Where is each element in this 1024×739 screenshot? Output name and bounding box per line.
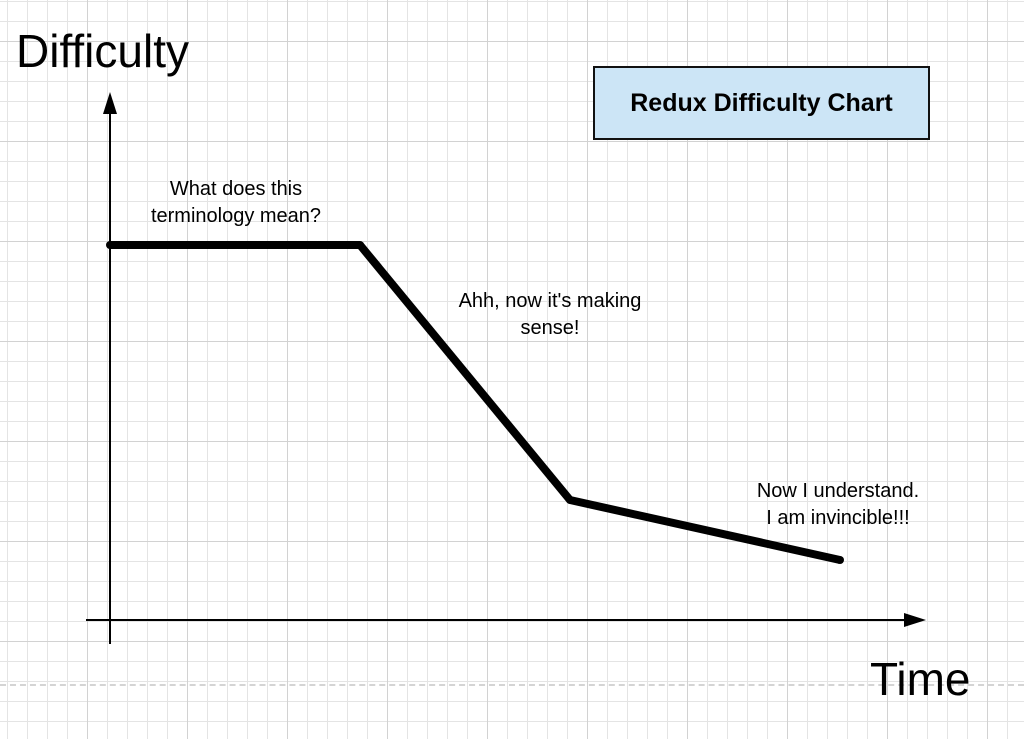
y-axis-title: Difficulty: [16, 25, 189, 77]
chart-title-box: Redux Difficulty Chart: [593, 66, 930, 140]
series-line-segment: [569, 496, 841, 564]
series-point: [566, 496, 574, 504]
annotation-line: What does this: [169, 178, 303, 200]
x-axis-arrow: [904, 613, 926, 627]
y-axis-arrow: [103, 92, 117, 114]
page-break-line: [0, 684, 1024, 686]
annotation-line: terminology mean?: [150, 205, 322, 227]
annotation-making-sense: Ahh, now it's making sense!: [430, 288, 670, 342]
x-axis-title: Time: [870, 653, 971, 705]
series-point: [836, 556, 844, 564]
annotation-terminology: What does this terminology mean?: [126, 176, 346, 230]
chart-title: Redux Difficulty Chart: [630, 88, 893, 117]
series-layer: [106, 241, 844, 564]
annotation-line: Ahh, now it's making: [458, 290, 642, 312]
series-line-segment: [356, 242, 574, 503]
annotation-line: Now I understand.: [756, 480, 920, 502]
annotation-line: sense!: [520, 317, 580, 339]
series-point: [356, 241, 364, 249]
annotation-line: I am invincible!!!: [766, 507, 910, 529]
series-point: [106, 241, 114, 249]
annotation-invincible: Now I understand. I am invincible!!!: [728, 478, 948, 532]
